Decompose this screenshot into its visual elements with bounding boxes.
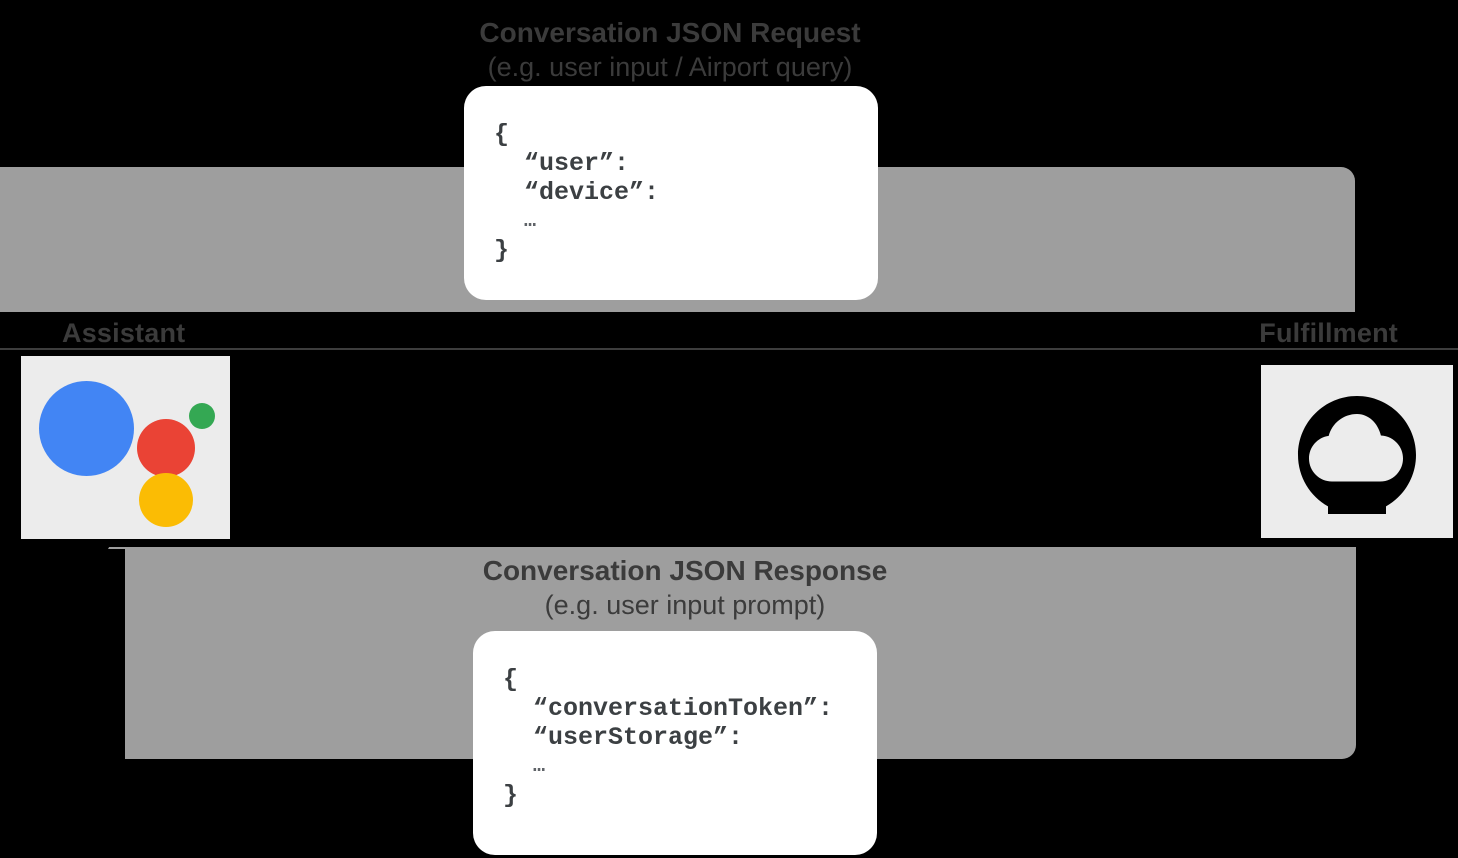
assistant-icon-tile [21,356,230,539]
request-json-key-user: “user”: [524,149,630,178]
assistant-node-label: Assistant [62,318,186,348]
request-json-key-device: “device”: [524,178,660,207]
request-flow-subtitle: (e.g. user input / Airport query) [487,52,853,82]
response-flow-title: Conversation JSON Response [482,555,888,586]
request-json-close-brace: } [494,236,510,265]
response-json-open-brace: { [503,665,519,694]
request-json-card: { “user”: “device”: … } [464,86,878,300]
response-json-close-brace: } [503,781,519,810]
google-assistant-green-dot-icon [189,403,215,429]
fulfillment-node-label: Fulfillment [1259,318,1398,348]
request-flow-title: Conversation JSON Request [479,17,861,48]
fulfillment-icon-tile [1261,365,1453,538]
response-json-key-user-storage: “userStorage”: [533,723,744,752]
response-flow-annotation: Conversation JSON Response (e.g. user in… [0,554,1370,622]
google-assistant-red-dot-icon [137,419,195,477]
cloud-functions-icon [1298,395,1416,514]
request-json-open-brace: { [494,120,510,149]
google-assistant-yellow-dot-icon [139,473,193,527]
response-json-key-conversation-token: “conversationToken”: [533,694,834,723]
response-flow-subtitle: (e.g. user input prompt) [544,590,826,620]
node-row-divider [0,348,1458,350]
response-json-card: { “conversationToken”: “userStorage”: … … [473,631,877,855]
google-assistant-blue-dot-icon [39,381,134,476]
node-row [0,312,1458,547]
request-json-ellipsis: … [524,210,537,233]
response-json-ellipsis: … [533,755,546,778]
request-flow-annotation: Conversation JSON Request (e.g. user inp… [0,16,1340,84]
